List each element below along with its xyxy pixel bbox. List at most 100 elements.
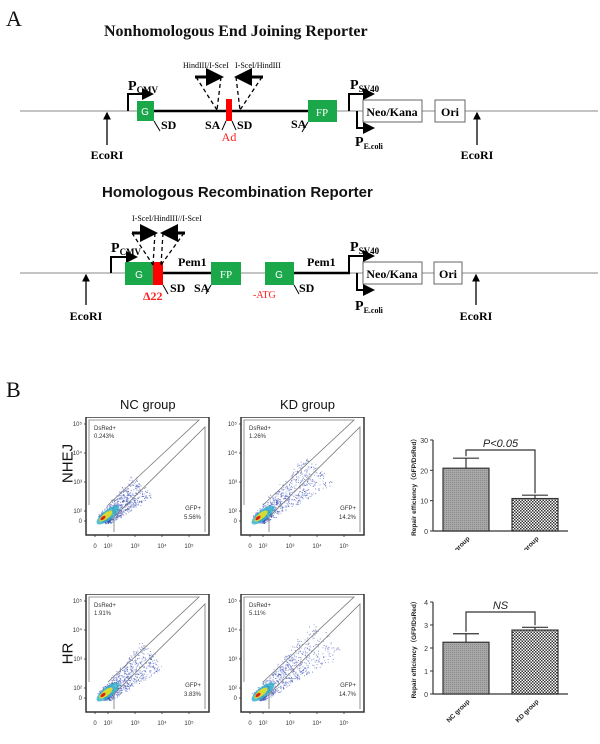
scatter-point (305, 484, 307, 486)
scatter-point (279, 484, 281, 485)
scatter-point (138, 679, 139, 681)
scatter-point (129, 502, 131, 504)
scatter-point (333, 647, 335, 649)
scatter-point (139, 483, 141, 485)
scatter-point (280, 669, 282, 671)
scatter-point (107, 522, 109, 524)
scatter-point (304, 485, 306, 486)
scatter-point (141, 658, 143, 660)
scatter-point (116, 515, 118, 517)
scatter-point (146, 674, 148, 676)
scatter-point (152, 667, 154, 668)
scatter-point (261, 700, 263, 702)
nhej-reporter-diagram: PCMV G SD HindIII/I-SceI I-SceI/HindIII … (20, 61, 598, 162)
scatter-point (260, 510, 261, 511)
scatter-point (150, 658, 152, 660)
scatter-point (135, 681, 137, 682)
scatter-point (297, 501, 299, 503)
scatter-point (150, 675, 152, 677)
scatter-point (118, 516, 120, 518)
scatter-point (298, 653, 299, 655)
scatter-point (135, 670, 137, 672)
scatter-point (259, 522, 261, 524)
scatter-point (143, 496, 145, 497)
scatter-point (118, 503, 120, 505)
scatter-point (292, 668, 293, 670)
y-tick-label: 0 (424, 529, 428, 536)
scatter-point (283, 673, 285, 675)
scatter-point (291, 649, 293, 651)
scatter-point (270, 681, 272, 683)
scatter-point (153, 667, 155, 669)
scatter-point (134, 682, 136, 684)
scatter-point (267, 517, 269, 519)
scatter-point (299, 665, 300, 667)
scatter-point (137, 500, 138, 501)
scatter-point (325, 482, 326, 484)
scatter-point (106, 506, 108, 508)
scatter-point (136, 487, 138, 489)
scatter-point (139, 489, 141, 491)
scatter-point (131, 670, 133, 672)
scatter-point (128, 508, 130, 510)
scatter-point (295, 496, 296, 498)
scatter-point (136, 489, 138, 491)
scatter-point (127, 509, 129, 511)
scatter-point (306, 656, 308, 658)
scatter-point (295, 471, 297, 472)
scatter-point (306, 673, 308, 675)
scatter-point (297, 674, 299, 676)
scatter-point (263, 682, 265, 683)
scatter-point (277, 510, 279, 512)
y-tick-label: 0 (424, 692, 428, 699)
scatter-point (271, 504, 273, 506)
scatter-point (289, 485, 290, 487)
scatter-point (133, 653, 135, 654)
scatter-point (128, 672, 130, 674)
scatter-point (136, 666, 138, 667)
scatter-point (280, 666, 282, 668)
scatter-point (124, 495, 126, 497)
scatter-point (104, 509, 106, 511)
scatter-point (133, 502, 135, 504)
scatter-point (118, 500, 120, 502)
scatter-point (267, 502, 269, 504)
scatter-point (295, 662, 297, 663)
scatter-point (146, 675, 148, 677)
scatter-point (127, 678, 129, 680)
scatter-point (313, 624, 315, 626)
scatter-point (287, 661, 289, 663)
scatter-point (310, 484, 312, 486)
scatter-point (136, 669, 137, 671)
bar-kd (511, 497, 559, 532)
scatter-point (288, 502, 290, 504)
scatter-point (338, 648, 340, 650)
scatter-point (268, 680, 270, 682)
density-core-peak (100, 515, 106, 521)
scatter-point (124, 679, 126, 681)
scatter-point (125, 690, 127, 692)
scatter-point (117, 516, 119, 518)
scatter-point (152, 656, 154, 658)
scatter-point (130, 492, 131, 494)
scatter-point (290, 482, 291, 484)
scatter-point (131, 501, 133, 503)
scatter-point (314, 667, 316, 669)
scatter-point (154, 671, 156, 673)
scatter-point (115, 517, 117, 519)
dsred-label: DsRed+ (249, 603, 271, 609)
scatter-point (317, 639, 319, 641)
scatter-point (123, 511, 125, 513)
scatter-point (292, 668, 294, 670)
scatter-point (291, 658, 293, 660)
scatter-point (286, 493, 288, 495)
scatter-point (128, 660, 130, 662)
scatter-point (320, 475, 321, 477)
scatter-point (299, 475, 301, 477)
scatter-point (307, 481, 308, 483)
scatter-point (300, 496, 302, 498)
scatter-point (307, 644, 309, 646)
scatter-point (337, 647, 339, 649)
scatter-point (286, 665, 288, 667)
scatter-point (299, 645, 301, 647)
